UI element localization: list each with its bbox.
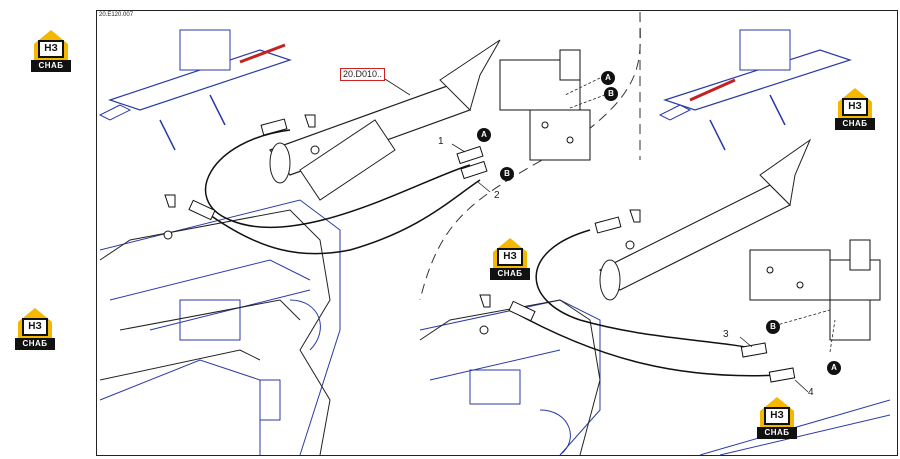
valve-block-right [749,239,881,341]
hose-left [204,129,481,255]
diagram-code: 20.E120.007 [99,12,134,18]
section-divider-left [419,11,641,301]
hydraulic-cylinder-left [269,39,501,201]
brand-logo: НЗ СНАБ [30,30,72,74]
diagram-frame [96,10,898,456]
hose-right [509,229,781,377]
port-b-badge: B [604,87,618,101]
chassis-right-outline [419,299,601,456]
callout-2: 2 [494,190,500,201]
chassis-left [99,199,341,456]
chassis-right [419,299,891,456]
brand-logo: НЗ СНАБ [756,397,798,441]
reference-link[interactable]: 20.D010.. [340,68,386,81]
callout-1: 1 [438,136,444,147]
hose-fittings-right [508,216,796,383]
elbow-fittings [163,114,641,335]
valve-block-left [499,49,591,161]
spreader-thumbnail-right [658,29,852,151]
hose-fittings-left [188,118,488,221]
spreader-thumbnail-left [98,29,292,151]
brand-logo: НЗ СНАБ [834,88,876,132]
hydraulic-cylinder-right [598,138,812,301]
port-b-badge: B [766,320,780,334]
brand-logo: НЗ СНАБ [14,308,56,352]
port-a-badge: A [477,128,491,142]
port-a-badge: A [601,71,615,85]
port-a-badge: A [827,361,841,375]
brand-logo: НЗ СНАБ [489,238,531,282]
chassis-left-outline [99,209,331,456]
callout-3: 3 [723,329,729,340]
port-b-badge: B [500,167,514,181]
leader-lines [384,77,836,393]
callout-4: 4 [808,387,814,398]
